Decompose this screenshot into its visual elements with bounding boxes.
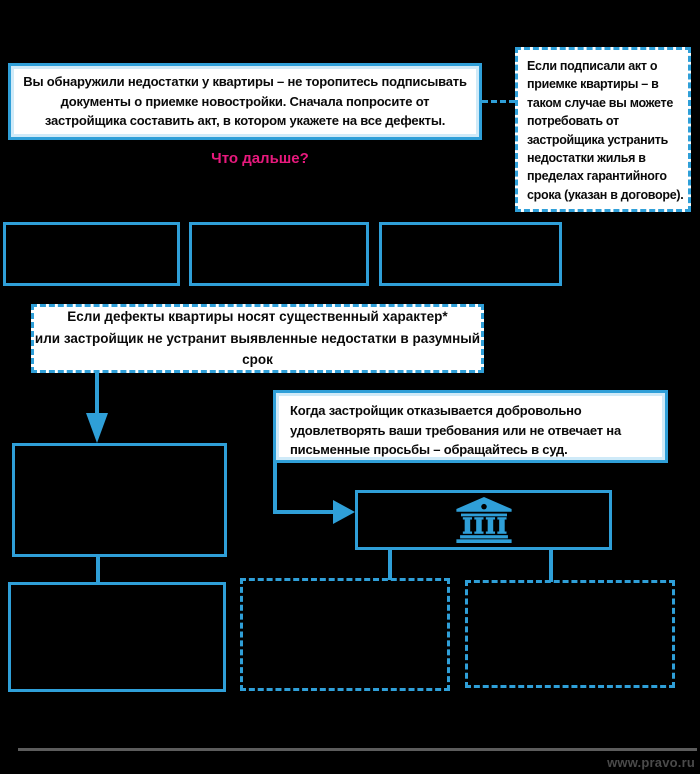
option-box-2 <box>189 222 369 286</box>
connector-court-right <box>549 550 553 582</box>
action-box-left <box>12 443 227 557</box>
court-note-box: Когда застройщик отказывается добровольн… <box>273 390 668 463</box>
option-box-3 <box>379 222 562 286</box>
court-note-text: Когда застройщик отказывается добровольн… <box>290 403 621 457</box>
connector-note-down <box>273 463 277 514</box>
courthouse-icon <box>455 497 512 543</box>
condition-line-1: Если дефекты квартиры носят существенный… <box>67 309 448 325</box>
option-box-1 <box>3 222 180 286</box>
connector-court-left <box>388 550 392 580</box>
signed-act-note-text: Если подписали акт о приемке квартиры – … <box>527 59 684 202</box>
footer-site-label: www.pravo.ru <box>607 755 695 770</box>
connector-condition-down <box>95 373 99 415</box>
intro-text: Вы обнаружили недостатки у квартиры – не… <box>23 74 467 129</box>
arrow-right-icon <box>333 500 355 524</box>
condition-box: Если дефекты квартиры носят существенный… <box>31 304 484 373</box>
connector-note-right <box>273 510 334 514</box>
result-box-left <box>8 582 226 692</box>
court-result-box-1 <box>240 578 450 691</box>
intro-box: Вы обнаружили недостатки у квартиры – не… <box>8 63 482 140</box>
connector-left-down <box>96 557 100 584</box>
question-heading: Что дальше? <box>211 150 309 167</box>
arrow-down-icon <box>86 413 108 443</box>
court-result-box-2 <box>465 580 675 688</box>
condition-line-2: или застройщик не устранит выявленные не… <box>34 330 481 368</box>
signed-act-note-box: Если подписали акт о приемке квартиры – … <box>515 47 691 212</box>
connector-intro-to-note <box>482 100 515 103</box>
court-box <box>355 490 612 550</box>
footer-divider <box>18 748 697 751</box>
